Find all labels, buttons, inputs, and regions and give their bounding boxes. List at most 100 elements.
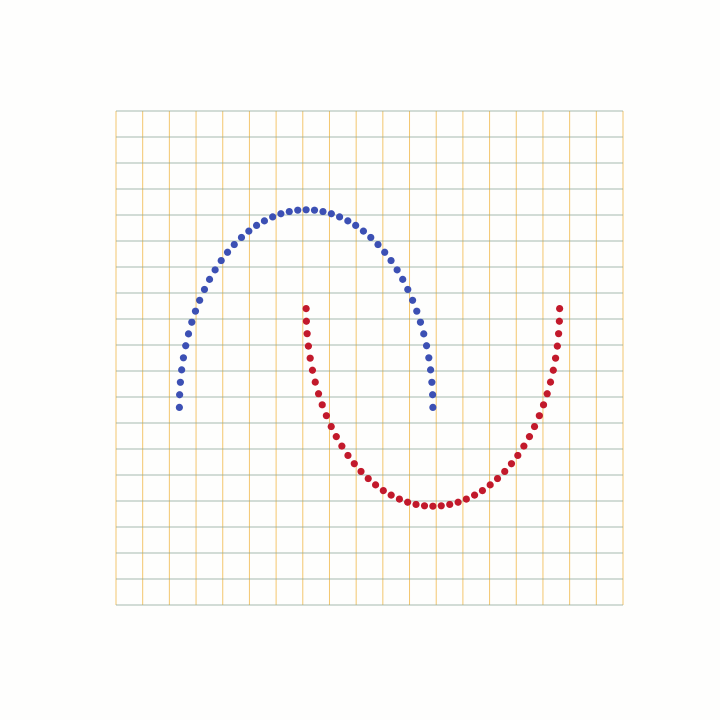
series-2-point xyxy=(551,354,560,362)
series-2-point xyxy=(556,305,564,313)
series-1-point xyxy=(319,207,327,216)
series-1-point xyxy=(426,366,435,374)
series-2-point xyxy=(530,422,539,431)
series-2-point xyxy=(555,330,563,338)
series-2-point xyxy=(306,354,314,362)
series-2-point xyxy=(308,366,317,374)
series-1-point xyxy=(200,285,209,294)
series-2-point xyxy=(338,442,346,450)
series-2-point xyxy=(322,412,330,420)
series-2-point xyxy=(379,486,387,495)
series-2-point xyxy=(478,486,487,495)
series-2-point xyxy=(470,491,479,499)
series-1-point xyxy=(269,213,277,221)
series-1-point xyxy=(277,210,285,218)
series-2-point xyxy=(454,498,462,506)
series-1-point xyxy=(217,256,225,265)
series-2-point xyxy=(302,305,310,313)
series-2-point xyxy=(553,342,561,350)
series-2-point xyxy=(371,481,380,489)
series-1-point xyxy=(175,403,183,411)
series-1-point xyxy=(429,391,437,399)
series-1-point xyxy=(196,296,204,304)
series-2-point xyxy=(539,401,548,409)
series-1-point xyxy=(367,233,375,242)
data-points xyxy=(175,206,564,510)
series-2-point xyxy=(314,390,323,398)
series-1-point xyxy=(178,366,186,374)
series-1-point xyxy=(335,213,344,221)
plot-area xyxy=(116,111,623,605)
series-2-point xyxy=(344,451,352,460)
series-1-point xyxy=(327,210,335,218)
series-2-point xyxy=(546,378,555,386)
series-1-point xyxy=(359,227,368,235)
series-1-point xyxy=(252,221,261,230)
series-1-point xyxy=(422,342,431,350)
series-1-point xyxy=(237,233,246,242)
series-1-point xyxy=(404,285,412,294)
series-2-point xyxy=(507,460,516,468)
series-2-point xyxy=(311,378,319,386)
series-2-point xyxy=(364,474,372,483)
series-2-point xyxy=(318,401,326,409)
series-1-point xyxy=(413,307,421,315)
series-2-point xyxy=(332,433,340,441)
series-1-point xyxy=(428,378,436,386)
series-1-point xyxy=(310,206,319,214)
series-1-point xyxy=(393,266,401,274)
series-1-point xyxy=(425,354,433,362)
series-1-point xyxy=(302,206,310,214)
series-1-point xyxy=(223,248,232,256)
series-2-point xyxy=(493,474,502,483)
series-1-point xyxy=(399,275,407,283)
series-2-point xyxy=(420,502,429,510)
series-1-point xyxy=(230,240,238,249)
series-1-point xyxy=(191,307,200,315)
series-2-point xyxy=(429,502,437,510)
series-1-point xyxy=(408,296,417,304)
series-1-point xyxy=(420,330,428,338)
series-1-point xyxy=(179,354,188,362)
series-2-point xyxy=(535,412,543,420)
series-2-point xyxy=(514,451,522,460)
series-2-point xyxy=(525,433,534,441)
series-2-point xyxy=(520,442,528,450)
series-1-point xyxy=(260,217,269,225)
series-1-point xyxy=(182,342,190,350)
series-1-point xyxy=(184,330,193,338)
series-2-point xyxy=(543,390,551,398)
series-2-point xyxy=(549,366,557,374)
series-1-point xyxy=(285,207,293,216)
series-1-point xyxy=(294,206,302,214)
series-2-point xyxy=(387,491,395,499)
series-1-point xyxy=(352,221,360,230)
series-2-point xyxy=(486,481,494,489)
series-2-point xyxy=(302,317,310,325)
series-1-point xyxy=(245,227,253,235)
series-2-point xyxy=(350,460,358,468)
series-2-point xyxy=(327,422,335,431)
series-1-point xyxy=(381,248,389,256)
series-2-point xyxy=(446,500,454,509)
series-1-point xyxy=(429,403,437,411)
series-1-point xyxy=(188,318,196,326)
series-2-point xyxy=(303,330,311,338)
series-1-point xyxy=(374,240,382,249)
series-2-point xyxy=(462,495,470,503)
series-1-point xyxy=(344,217,352,225)
grid xyxy=(115,110,624,606)
series-1-point xyxy=(387,256,395,265)
series-2-point xyxy=(412,500,420,509)
series-2-point xyxy=(395,495,404,503)
series-1-point xyxy=(176,391,184,399)
series-1-point xyxy=(211,266,219,274)
series-2-point xyxy=(501,467,509,476)
series-2-point xyxy=(304,342,313,350)
series-2-point xyxy=(437,502,445,510)
series-2-point xyxy=(357,467,365,476)
series-2-point xyxy=(555,317,563,325)
series-1-point xyxy=(176,378,184,386)
